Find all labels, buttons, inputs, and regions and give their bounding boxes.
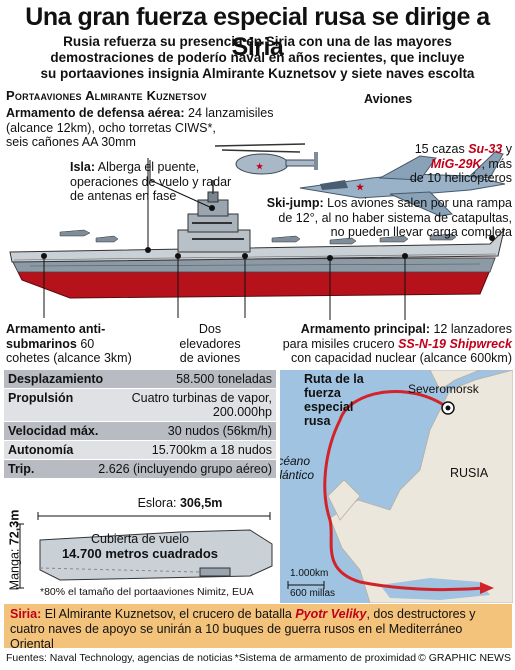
map-graphic [287, 370, 513, 603]
helicopter-icon: ★ [214, 143, 318, 175]
europe-land [329, 370, 513, 603]
ship-illustration: ★ ★ [9, 143, 506, 320]
asw-label: Armamento anti- submarinos 60 cohetes (a… [6, 322, 132, 365]
ocean-label: Océano Atlántico [280, 454, 315, 482]
country-label: RUSIA [450, 466, 489, 480]
route-label: Ruta de la fuerza especial rusa [304, 372, 364, 428]
svg-text:★: ★ [256, 162, 264, 171]
flight-deck [9, 228, 505, 263]
island-label: Isla: Alberga el puente, operaciones de … [70, 160, 232, 203]
deck-area-label: Cubierta de vuelo 14.700 metros cuadrado… [61, 532, 219, 561]
aircraft-heading: Aviones [364, 92, 413, 106]
subtitle-line: Rusia refuerza su presencia en Siria con… [63, 34, 452, 49]
beam-label: Manga: 72,3m [7, 509, 21, 591]
svg-text:★: ★ [356, 182, 365, 192]
main-armament-label: Armamento principal: 12 lanzadores para … [282, 322, 512, 365]
air-defense-label: Armamento de defensa aérea: 24 lanzamisi… [6, 106, 274, 149]
elevators-label: Dos elevadores de aviones [179, 322, 241, 365]
table-row: Trip.2.626 (incluyendo grupo aéreo) [4, 460, 276, 479]
deck-aircraft [59, 229, 457, 245]
aircraft-label: 15 cazas Su-33 y MiG-29K, más de 10 heli… [409, 142, 512, 185]
footer: Fuentes: Naval Technology, agencias de n… [6, 652, 511, 664]
ship-island [177, 180, 251, 253]
deck-footnote: *80% el tamaño del portaaviones Nimitz, … [40, 586, 254, 598]
scale-mi: 600 millas [290, 588, 336, 599]
city-label: Severomorsk [408, 382, 479, 396]
route-line [323, 389, 486, 592]
ski-jump-label: Ski-jump: Los aviones salen por una ramp… [266, 196, 512, 239]
subtitle-line: su portaaviones insignia Almirante Kuzne… [40, 66, 475, 81]
ship-name: Portaaviones Almirante Kuznetsov [6, 88, 207, 103]
deck-plan [16, 512, 273, 589]
table-row: Velocidad máx.30 nudos (56km/h) [4, 422, 276, 441]
syria-note: Siria: El Almirante Kuznetsov, el crucer… [4, 604, 512, 651]
route-map: Ruta de la fuerza especial rusa Severomo… [280, 370, 513, 603]
callout-markers [41, 158, 495, 320]
scale-km: 1.000km [290, 568, 329, 579]
subtitle: Rusia refuerza su presencia en Siria con… [0, 34, 515, 82]
page-title: Una gran fuerza especial rusa se dirige … [25, 3, 490, 61]
subtitle-line: demostraciones de poderío naval en años … [50, 50, 465, 65]
jet-icon: ★ [299, 151, 506, 217]
length-label: Eslora: 306,5m [137, 496, 223, 510]
